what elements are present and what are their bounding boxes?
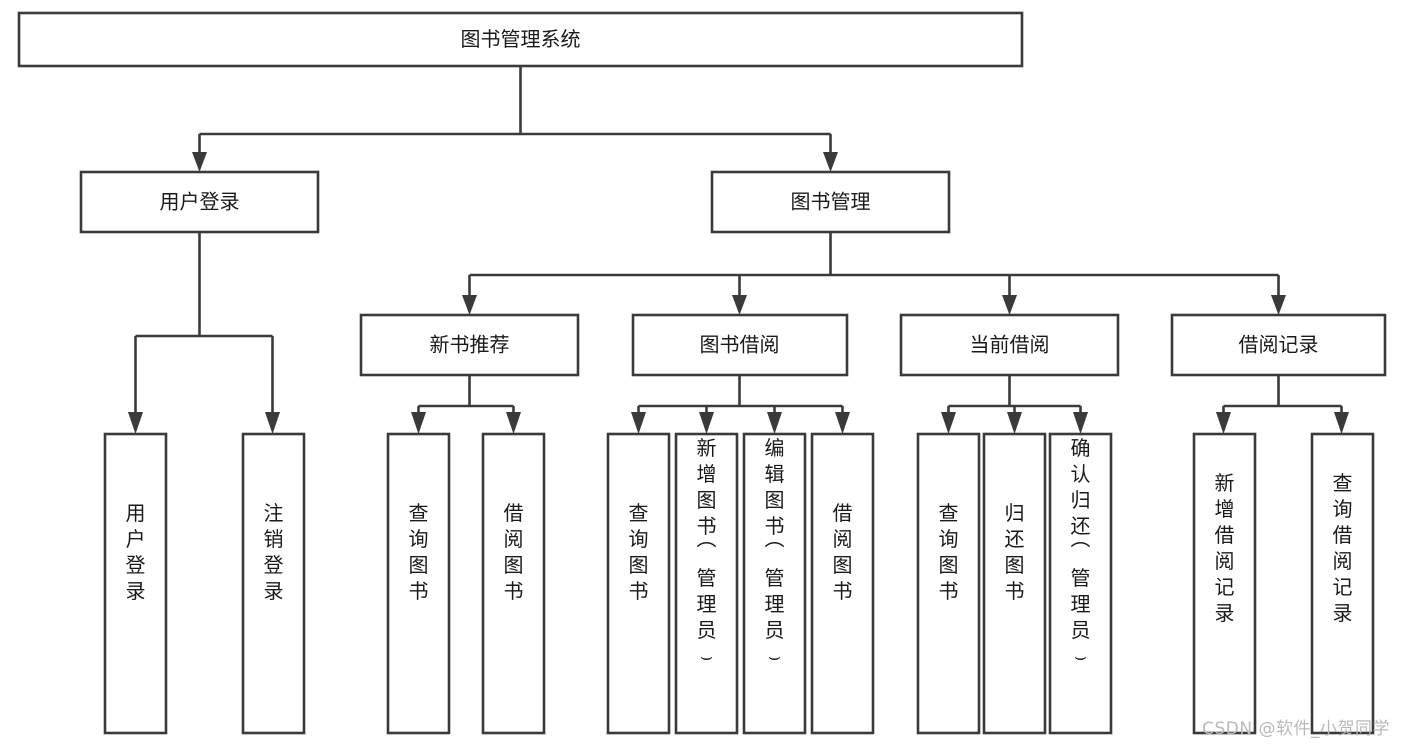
node-new-book-recommend[interactable]: 新书推荐 (359, 313, 580, 377)
node-user-login-box[interactable] (79, 170, 320, 234)
leaf-add-record-box[interactable] (1192, 432, 1257, 735)
leaf-node-add-book[interactable]: 新增图书⌒管理员⌣ (674, 432, 739, 735)
leaf-node-add-record[interactable]: 新增借阅记录 (1192, 432, 1257, 735)
node-borrow-record-box[interactable] (1170, 313, 1387, 377)
node-new-book-recommend-label: 新书推荐 (430, 333, 510, 357)
leaf-edit-book-label: 编辑图书⌒管理员⌣ (765, 436, 785, 668)
leaf-borrow-book-1-box[interactable] (481, 432, 546, 735)
leaf-node-borrow-book-2[interactable]: 借阅图书 (810, 432, 875, 735)
arrow-head-leaf-query-book-2 (631, 412, 646, 434)
leaf-query-book-3-label: 查询图书 (939, 501, 959, 603)
arrow-head-new-book-recommend (462, 295, 477, 315)
leaf-query-book-3-box[interactable] (916, 432, 981, 735)
arrow-head-leaf-confirm-return (1073, 412, 1088, 434)
arrow-head-leaf-edit-book (767, 412, 782, 434)
leaf-node-query-book-1[interactable]: 查询图书 (386, 432, 451, 735)
arrow-head-leaf-return-book (1007, 412, 1022, 434)
arrow-head-leaf-query-book-1 (411, 412, 426, 434)
node-book-management[interactable]: 图书管理 (710, 170, 951, 234)
leaf-return-book-label: 归还图书 (1005, 501, 1025, 603)
node-borrow-record[interactable]: 借阅记录 (1170, 313, 1387, 377)
arrow-head-leaf-add-record (1216, 412, 1231, 434)
node-borrow-record-label: 借阅记录 (1239, 333, 1319, 357)
leaf-logout-login-label: 注销登录 (264, 501, 284, 603)
node-root[interactable]: 图书管理系统 (17, 11, 1024, 68)
leaf-node-query-record[interactable]: 查询借阅记录 (1310, 432, 1375, 735)
leaf-add-record-label: 新增借阅记录 (1215, 471, 1235, 625)
leaf-add-book-box[interactable] (674, 432, 739, 735)
node-current-borrow[interactable]: 当前借阅 (899, 313, 1120, 377)
connector-group-book-borrow (631, 375, 850, 434)
connector-group-root (192, 66, 838, 172)
arrow-head-leaf-user-login (128, 412, 143, 434)
leaf-query-record-label: 查询借阅记录 (1333, 471, 1353, 625)
node-root-box[interactable] (17, 11, 1024, 68)
leaf-add-book-label: 新增图书⌒管理员⌣ (697, 436, 717, 668)
node-book-borrow-box[interactable] (631, 313, 849, 377)
leaf-user-login-box[interactable] (103, 432, 168, 735)
leaf-confirm-return-label: 确认归还⌒管理员⌣ (1071, 436, 1091, 668)
csdn-watermark: CSDN @软件_小贺同学 (1202, 719, 1390, 739)
arrow-head-leaf-borrow-book-2 (835, 412, 850, 434)
leaf-logout-login-box[interactable] (241, 432, 306, 735)
leaf-node-logout-login[interactable]: 注销登录 (241, 432, 306, 735)
leaf-borrow-book-1-label: 借阅图书 (504, 501, 524, 603)
node-book-management-box[interactable] (710, 170, 951, 234)
node-user-login-label: 用户登录 (160, 190, 240, 214)
arrow-head-book-borrow (732, 295, 747, 315)
connector-group-book-management (462, 232, 1286, 315)
leaf-node-query-book-3[interactable]: 查询图书 (916, 432, 981, 735)
leaf-node-confirm-return[interactable]: 确认归还⌒管理员⌣ (1048, 432, 1113, 735)
leaf-edit-book-box[interactable] (742, 432, 807, 735)
arrow-head-book-management (823, 152, 838, 172)
leaf-node-user-login[interactable]: 用户登录 (103, 432, 168, 735)
leaf-node-query-book-2[interactable]: 查询图书 (606, 432, 671, 735)
connector-group-user-login (128, 232, 280, 434)
node-book-management-label: 图书管理 (791, 190, 871, 214)
leaf-query-book-2-box[interactable] (606, 432, 671, 735)
arrow-head-borrow-record (1271, 295, 1286, 315)
leaf-query-book-2-label: 查询图书 (629, 501, 649, 603)
node-new-book-recommend-box[interactable] (359, 313, 580, 377)
arrow-head-leaf-borrow-book-1 (506, 412, 521, 434)
leaf-query-book-1-box[interactable] (386, 432, 451, 735)
leaf-return-book-box[interactable] (982, 432, 1047, 735)
arrow-head-leaf-add-book (699, 412, 714, 434)
arrow-head-leaf-query-book-3 (941, 412, 956, 434)
leaf-node-borrow-book-1[interactable]: 借阅图书 (481, 432, 546, 735)
leaf-borrow-book-2-box[interactable] (810, 432, 875, 735)
leaf-node-edit-book[interactable]: 编辑图书⌒管理员⌣ (742, 432, 807, 735)
leaf-confirm-return-box[interactable] (1048, 432, 1113, 735)
node-current-borrow-label: 当前借阅 (970, 333, 1050, 357)
leaf-query-record-box[interactable] (1310, 432, 1375, 735)
node-root-label: 图书管理系统 (461, 27, 581, 51)
connector-group-new-book-recommend (411, 375, 521, 434)
node-book-borrow-label: 图书借阅 (700, 333, 780, 357)
arrow-head-leaf-logout-login (265, 412, 280, 434)
node-book-borrow[interactable]: 图书借阅 (631, 313, 849, 377)
connector-group-current-borrow (941, 375, 1088, 434)
node-current-borrow-box[interactable] (899, 313, 1120, 377)
node-user-login[interactable]: 用户登录 (79, 170, 320, 234)
leaf-borrow-book-2-label: 借阅图书 (833, 501, 853, 603)
arrow-head-leaf-query-record (1334, 412, 1349, 434)
leaf-query-book-1-label: 查询图书 (409, 501, 429, 603)
leaf-user-login-label: 用户登录 (126, 501, 146, 603)
arrow-head-current-borrow (1002, 295, 1017, 315)
leaf-node-return-book[interactable]: 归还图书 (982, 432, 1047, 735)
arrow-head-user-login (192, 152, 207, 172)
connector-group-borrow-record (1216, 375, 1349, 434)
